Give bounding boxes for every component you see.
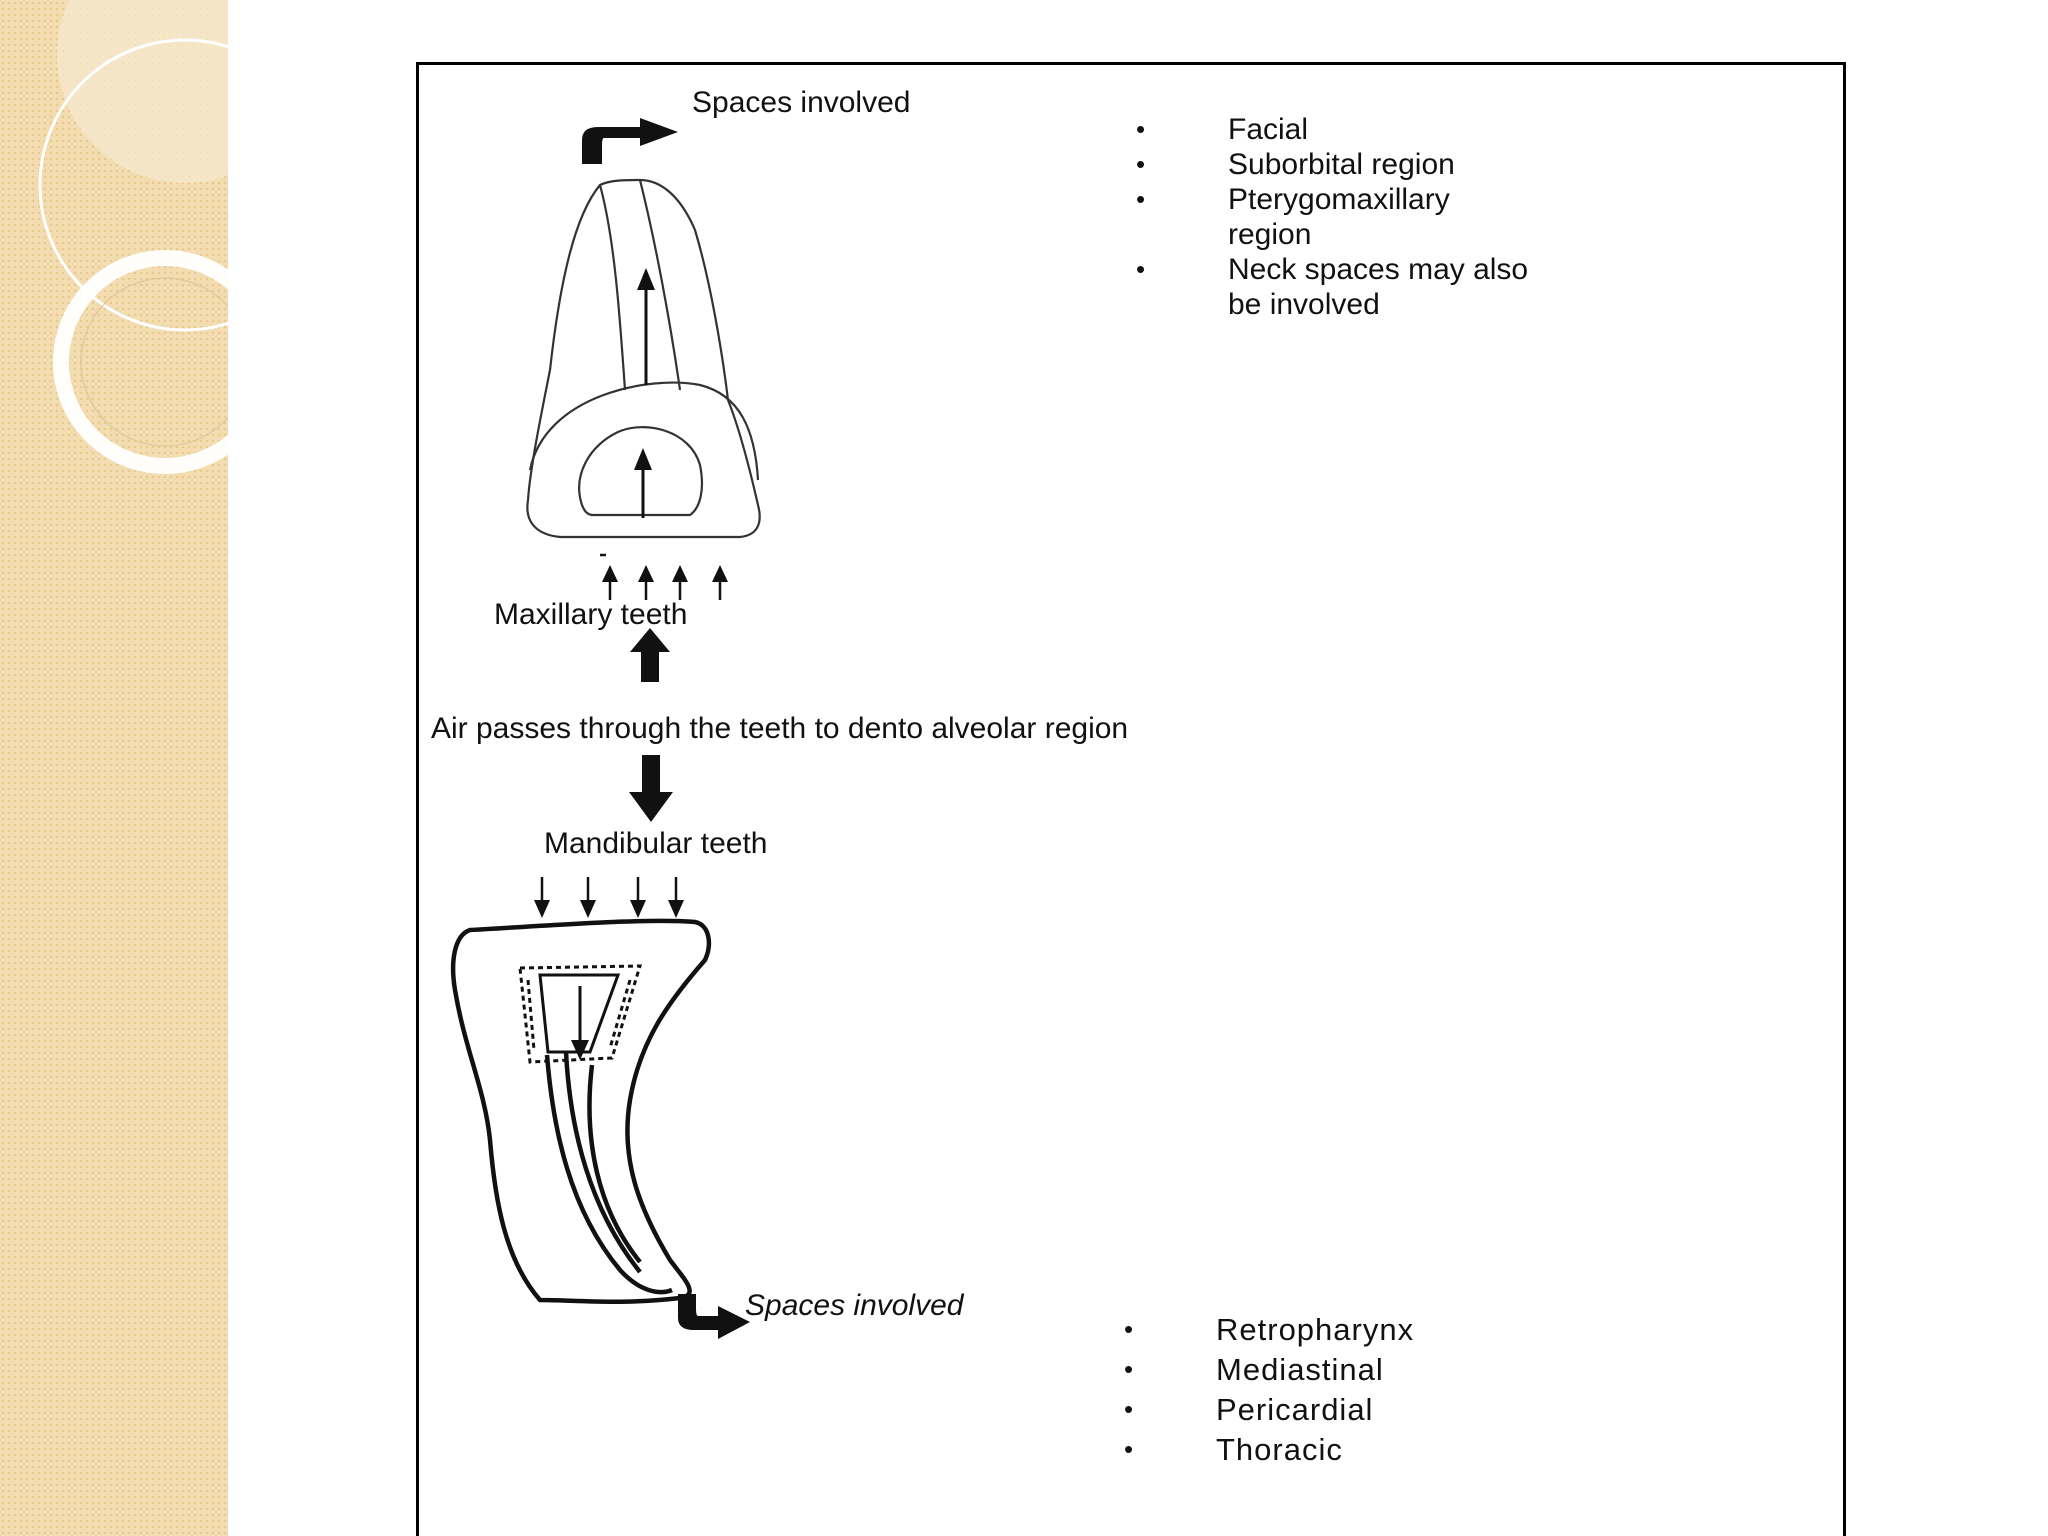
down-arrow-icon xyxy=(571,986,589,1060)
maxillary-tooth xyxy=(526,178,761,539)
dotted-outline xyxy=(518,964,643,1064)
mandibular-tooth xyxy=(450,918,712,1304)
upper-spaces-label: Spaces involved xyxy=(692,86,911,119)
lower-spaces-label: Spaces involved xyxy=(745,1289,964,1322)
ring-shape xyxy=(53,250,228,474)
maxillary-entry-arrows xyxy=(600,553,728,600)
list-item: Suborbital region xyxy=(1136,147,1608,182)
mandibular-entry-arrows xyxy=(534,877,684,918)
list-item: Neck spaces may also be involved xyxy=(1136,252,1548,322)
list-item: Thoracic xyxy=(1124,1432,1596,1467)
maxillary-teeth-label: Maxillary teeth xyxy=(494,598,688,631)
lower-spaces-list: Retropharynx Mediastinal Pericardial Tho… xyxy=(1124,1312,1596,1472)
up-arrow-icon xyxy=(634,448,652,518)
curved-arrow-icon xyxy=(678,1294,750,1339)
mandibular-teeth-label: Mandibular teeth xyxy=(544,827,768,860)
list-item: Pterygomaxillary region xyxy=(1136,182,1528,252)
air-passage-label: Air passes through the teeth to dento al… xyxy=(431,712,1129,745)
ring-shape xyxy=(38,38,228,332)
up-arrow-icon xyxy=(630,628,670,682)
list-item: Facial xyxy=(1136,112,1608,147)
curved-arrow-icon xyxy=(582,118,678,164)
upper-spaces-list: Facial Suborbital region Pterygomaxillar… xyxy=(1136,112,1608,322)
ring-shape xyxy=(57,0,228,183)
list-item: Mediastinal xyxy=(1124,1352,1596,1387)
down-arrow-icon xyxy=(629,755,673,822)
decorative-sidebar xyxy=(0,0,228,1536)
list-item: Pericardial xyxy=(1124,1392,1596,1427)
list-item: Retropharynx xyxy=(1124,1312,1596,1347)
ring-shape xyxy=(80,277,228,447)
up-arrow-icon xyxy=(637,268,655,385)
decorative-rings xyxy=(38,0,228,474)
